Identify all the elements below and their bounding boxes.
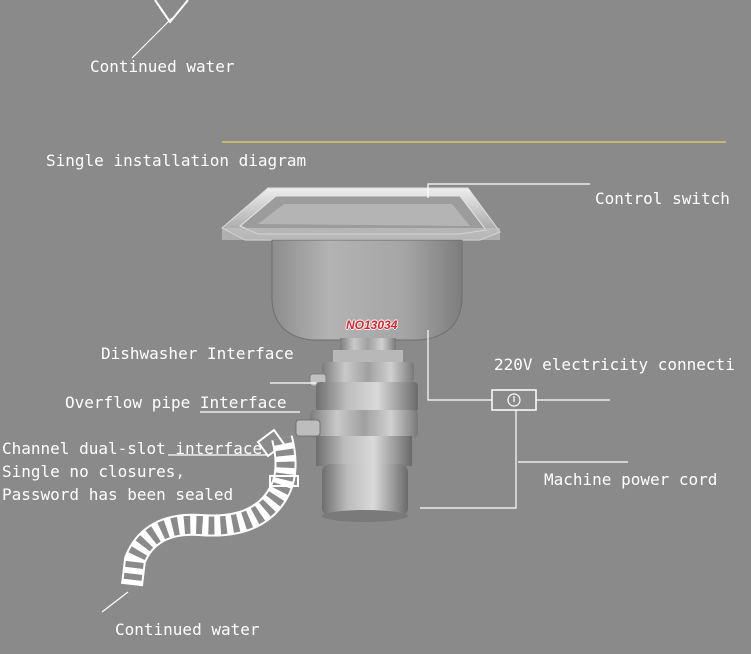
label-continued-water-bottom: Continued water xyxy=(115,620,260,639)
label-electricity-connection: 220V electricity connecti xyxy=(494,355,735,374)
label-continued-water-top: Continued water xyxy=(90,57,235,76)
label-channel-dual-slot: Channel dual-slot interface xyxy=(2,439,263,458)
sink xyxy=(221,187,501,341)
label-overflow-pipe: Overflow pipe Interface xyxy=(65,393,287,412)
label-control-switch: Control switch xyxy=(595,189,730,208)
label-machine-power-cord: Machine power cord xyxy=(544,470,718,489)
drain-hose xyxy=(121,428,299,587)
power-outlet-icon xyxy=(491,389,537,411)
label-password-sealed: Password has been sealed xyxy=(2,485,234,504)
top-inlet-pipe xyxy=(131,0,189,59)
label-dishwasher-interface: Dishwasher Interface xyxy=(101,344,294,363)
disposer-unit xyxy=(295,338,418,522)
bottom-water-pointer xyxy=(101,591,129,613)
leader-lines xyxy=(168,183,628,509)
model-tag: NO13034 xyxy=(346,318,398,332)
label-single-installation: Single installation diagram xyxy=(46,151,307,170)
label-single-no-closures: Single no closures, xyxy=(2,462,186,481)
